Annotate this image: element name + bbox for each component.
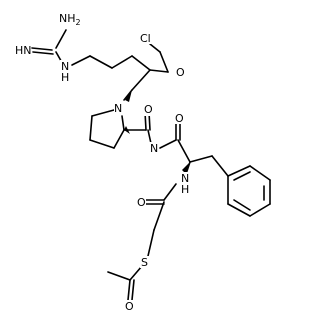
bond-benzene-4 (249, 203, 271, 217)
bond-benzene-2 (249, 165, 271, 181)
atom-thioester-o-label: O (125, 300, 134, 313)
atom-sulfur-label: S (141, 256, 148, 269)
bond-benzene-1 (227, 165, 251, 177)
wedge-pro-alpha (124, 126, 130, 134)
bond-c-nh2 (55, 29, 67, 49)
bond-chain-2 (111, 55, 133, 69)
bond-pro-ring-3 (89, 139, 115, 149)
bond-c-nh-2 (32, 51, 54, 55)
atom-ketone-o-label: O (176, 66, 185, 79)
atom-nh2-label: NH2 (59, 12, 81, 27)
bond-thio-co-double-1 (127, 279, 131, 301)
bond-n-ch2 (71, 55, 91, 66)
atom-hn-label: HN (15, 44, 32, 57)
atom-amide2-o-label: O (175, 112, 184, 125)
bond-chain-1 (89, 55, 113, 69)
bond-c-nh-1 (31, 47, 53, 51)
wedge-phe-alpha (182, 162, 190, 174)
atom-amide3-o-label: O (137, 196, 146, 209)
bond-pro-ring-4 (113, 129, 125, 149)
bond-benzene-5 (227, 203, 251, 217)
bond-pro-ring-2 (89, 115, 93, 141)
bond-benzene-inner-1 (233, 171, 251, 181)
bond-thio-co-double-2 (131, 279, 135, 301)
bond-benzene-inner-3 (233, 199, 251, 211)
atom-labels: NH2 HN N H Cl O N O N O N H O (14, 12, 190, 313)
bond-pro-ring-5 (121, 115, 125, 131)
atom-amide1-n-label: N (150, 142, 158, 155)
bond-nh-acyl (163, 183, 177, 201)
bond-phe-ch2 (189, 155, 213, 163)
bond-ch2-s (147, 229, 155, 257)
bond-s-co (129, 265, 143, 281)
bond-thio-methyl (107, 271, 131, 281)
atom-amide1-o-label: O (144, 103, 153, 116)
bond-ch2-cl (149, 43, 161, 53)
atom-amide2-n-label: N (181, 172, 189, 185)
structure-diagram: NH2 HN N H Cl O N O N O N H O (14, 12, 271, 313)
molecule-structure: NH2 HN N H Cl O N O N O N H O (14, 12, 271, 313)
atom-amide2-h-label: H (181, 183, 189, 196)
atom-guanidine-h-label: H (61, 71, 69, 84)
atom-proline-n-label: N (114, 102, 122, 115)
wedge-arg-alpha (125, 90, 132, 102)
atom-cl-label: Cl (140, 32, 151, 45)
atom-guanidine-n-label: N (61, 60, 69, 73)
bond-calpha-npro (123, 89, 133, 101)
bond-acyl-ch2 (153, 201, 165, 231)
stereo-wedges (124, 90, 190, 174)
bond-n-phe-co (159, 139, 177, 149)
bond-ch2-phenyl (211, 155, 229, 177)
bond-phe-co-calpha (177, 139, 191, 163)
bond-chain-4 (131, 69, 151, 91)
bond-chain-3 (131, 55, 151, 71)
bond-c-ch2cl (159, 51, 169, 73)
bond-pro-ring-1 (91, 109, 115, 117)
bond-c-carbonyl (149, 69, 169, 73)
